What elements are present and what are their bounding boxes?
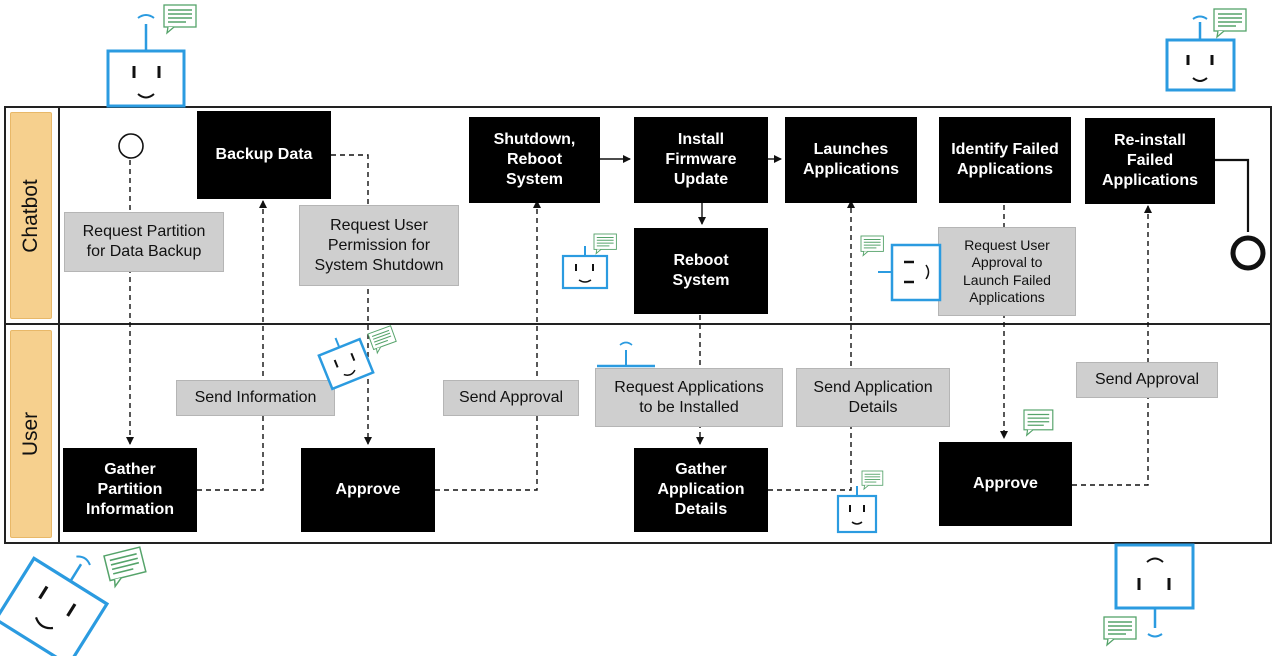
robot-icon xyxy=(597,341,655,368)
lane-label-user: User xyxy=(10,330,52,538)
flow-approve-to-shutdown xyxy=(435,200,541,491)
lane-header-divider xyxy=(58,106,60,544)
message-request-permission: Request User Permission for System Shutd… xyxy=(299,205,459,286)
message-request-applications: Request Applications to be Installed xyxy=(595,368,783,427)
speech-bubble-icon xyxy=(163,4,197,34)
lane-label-chatbot: Chatbot xyxy=(10,112,52,319)
task-install-firmware: Install Firmware Update xyxy=(634,117,768,203)
speech-bubble-icon xyxy=(1213,8,1247,38)
task-launches-applications: Launches Applications xyxy=(785,117,917,203)
task-reboot-system: Reboot System xyxy=(634,228,768,314)
flow-approve-to-reinstall xyxy=(1072,205,1152,486)
flow-backup-to-approve xyxy=(331,154,372,445)
start-event-icon xyxy=(118,133,144,159)
message-send-information: Send Information xyxy=(176,380,335,416)
task-identify-failed: Identify Failed Applications xyxy=(939,117,1071,203)
robot-icon xyxy=(106,14,186,108)
message-send-app-details: Send Application Details xyxy=(796,368,950,427)
task-reinstall-failed: Re-install Failed Applications xyxy=(1085,118,1215,204)
flow-details-to-launch xyxy=(768,200,855,491)
task-gather-partition: Gather Partition Information xyxy=(63,448,197,532)
message-request-approval-launch: Request User Approval to Launch Failed A… xyxy=(938,227,1076,316)
robot-icon xyxy=(878,243,942,302)
task-approve-launch: Approve xyxy=(939,442,1072,526)
end-event-icon xyxy=(1230,235,1266,271)
flow-reinstall-to-end xyxy=(1215,158,1250,232)
flow-gather-to-backup xyxy=(197,200,267,491)
robot-icon xyxy=(1165,15,1236,92)
robot-icon xyxy=(836,486,878,534)
task-shutdown-reboot: Shutdown, Reboot System xyxy=(469,117,600,203)
swimlane-frame xyxy=(4,106,1272,544)
task-approve-shutdown: Approve xyxy=(301,448,435,532)
task-gather-app-details: Gather Application Details xyxy=(634,448,768,532)
speech-bubble-icon xyxy=(593,233,617,255)
robot-icon xyxy=(561,246,609,290)
speech-bubble-icon xyxy=(861,470,884,490)
robot-icon xyxy=(0,555,110,656)
robot-icon xyxy=(1114,543,1195,638)
message-send-approval-2: Send Approval xyxy=(1076,362,1218,398)
message-request-partition: Request Partition for Data Backup xyxy=(64,212,224,272)
speech-bubble-icon xyxy=(1103,616,1137,646)
speech-bubble-icon xyxy=(367,325,399,355)
speech-bubble-icon xyxy=(103,546,149,589)
task-backup-data: Backup Data xyxy=(197,111,331,199)
speech-bubble-icon xyxy=(1023,409,1054,436)
message-send-approval-1: Send Approval xyxy=(443,380,579,416)
robot-icon xyxy=(317,337,375,391)
lane-divider xyxy=(4,323,1272,325)
speech-bubble-icon xyxy=(860,235,884,257)
